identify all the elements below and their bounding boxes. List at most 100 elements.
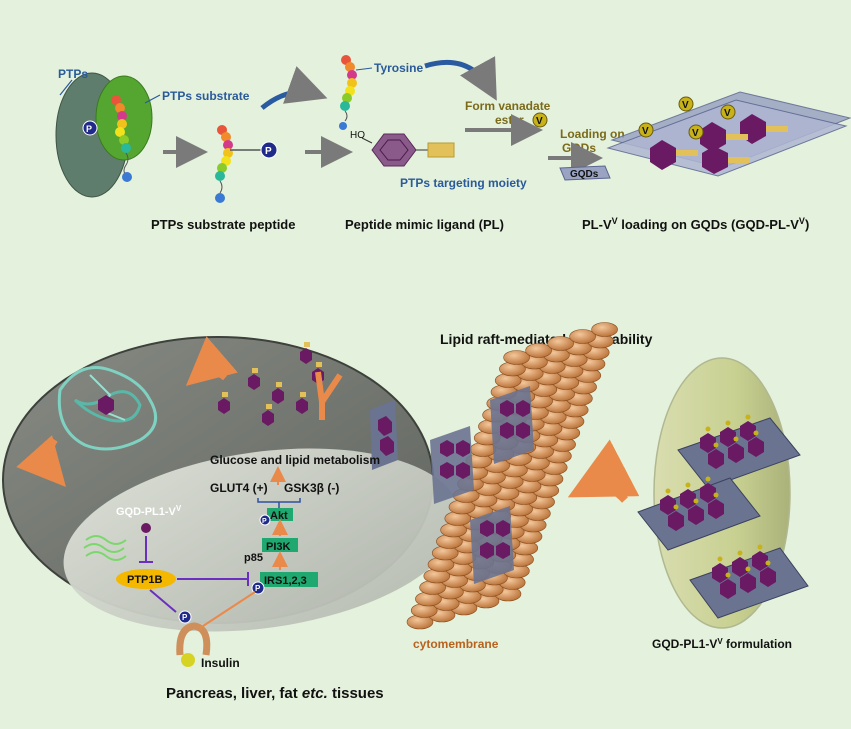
formulation-vanadium-dot <box>713 442 719 448</box>
formulation-vanadium-dot <box>665 488 671 494</box>
formulation-hexagon <box>760 567 776 587</box>
phospho-circle-1 <box>82 120 98 136</box>
formulation-hexagon <box>708 449 724 469</box>
irs-label: IRS1,2,3 <box>264 575 307 587</box>
formulation-hexagon <box>752 551 768 571</box>
phospho-label-1: P <box>86 124 92 134</box>
v-label-sheet-3: V <box>724 108 731 119</box>
pathway-bracket <box>257 498 301 508</box>
formulation-vanadium-dot <box>705 476 711 482</box>
formulation-vanadium-dot <box>673 504 679 510</box>
membrane-hexagon <box>500 400 514 417</box>
protein-structure <box>57 366 158 451</box>
formulation-vanadium-dot <box>685 482 691 488</box>
membrane-hexagon <box>456 440 470 457</box>
membrane-gqd-sheets <box>370 400 398 470</box>
targeting-moiety-label: PTPs targeting moiety <box>400 176 527 190</box>
formulation-hexagon <box>720 579 736 599</box>
insulin-receptor <box>176 622 211 656</box>
tissue-caption: Pancreas, liver, fat etc. tissues <box>166 685 384 702</box>
formulation-hexagon <box>700 433 716 453</box>
membrane-hexagon <box>480 520 494 537</box>
tyrosine-label: Tyrosine <box>374 61 423 75</box>
formulation-vanadium-dot <box>745 566 751 572</box>
orange-arrow-2 <box>16 435 66 487</box>
inhibit-line-receptor <box>149 589 177 613</box>
akt-label: Akt <box>270 510 288 522</box>
gqd-pl-v-sheet <box>606 91 851 177</box>
inhibit-line-irs <box>177 572 249 586</box>
formulation-vanadium-dot <box>745 414 751 420</box>
ptp1b-label: PTP1B <box>127 574 163 586</box>
caption-loading: PL-VV loading on GQDs (GQD-PL-VV) <box>582 216 809 232</box>
formulation-vanadium-dot <box>705 426 711 432</box>
receptor-to-irs <box>199 591 256 629</box>
membrane-bead <box>547 336 574 351</box>
orange-arrow-3 <box>567 439 640 503</box>
formulation-vanadium-dot <box>737 550 743 556</box>
formulation-hexagon <box>732 557 748 577</box>
ptps-enzyme <box>55 72 153 198</box>
membrane-hexagon <box>456 462 470 479</box>
ptps-label: PTPs <box>58 67 88 81</box>
irs-box <box>251 572 318 595</box>
tyrosine-peptide <box>339 55 373 130</box>
curved-arrow-2 <box>424 56 497 101</box>
caption-ligand: Peptide mimic ligand (PL) <box>345 217 504 232</box>
ptps-substrate-label: PTPs substrate <box>162 89 250 103</box>
formulation-hexagon <box>660 495 676 515</box>
formulation-vanadium-dot <box>725 572 731 578</box>
insulin-label: Insulin <box>201 656 240 670</box>
formulation-hexagon <box>728 443 744 463</box>
ligand-structure <box>361 133 455 167</box>
formulation-vanadium-dot <box>725 420 731 426</box>
v-label-sheet-4: V <box>692 128 699 139</box>
v-label-sheet-2: V <box>682 100 689 111</box>
irs-p-label: P <box>255 584 261 593</box>
phospho-label-2: P <box>265 146 272 157</box>
akt-box <box>259 508 293 526</box>
formulation-hexagon <box>708 499 724 519</box>
formulation-hexagon <box>740 573 756 593</box>
membrane-hexagon <box>516 400 530 417</box>
membrane-bead <box>569 329 596 344</box>
formulation-vanadium-dot <box>717 556 723 562</box>
curved-arrow-1 <box>260 66 328 110</box>
glut4-label: GLUT4 (+) <box>210 481 268 495</box>
formulation-hexagon <box>668 511 684 531</box>
cytomembrane-bilayer <box>406 322 618 630</box>
ptp1b-oval <box>116 569 176 589</box>
gqd-pl1-dot <box>141 523 151 533</box>
formulation-hexagon <box>700 483 716 503</box>
pi3k-label: PI3K <box>266 541 291 553</box>
formulation-label: GQD-PL1-VV formulation <box>652 637 792 651</box>
receptor-y <box>315 371 343 420</box>
formulation-hexagon <box>712 563 728 583</box>
formulation-hexagon <box>688 505 704 525</box>
glucose-lipid-label: Glucose and lipid metabolism <box>210 453 380 467</box>
p85-label: p85 <box>244 552 263 564</box>
formulation-vanadium-dot <box>753 430 759 436</box>
orange-arrow-1 <box>185 336 238 386</box>
formulation-vanadium-dot <box>713 492 719 498</box>
formulation-vanadium-dot <box>693 498 699 504</box>
loading-label-2: GQDs <box>562 141 596 155</box>
pi3k-box <box>262 538 298 552</box>
gqds-mini-sheet <box>559 165 611 181</box>
v-label-sheet-1: V <box>642 126 649 137</box>
formulation-vanadium-dot <box>765 560 771 566</box>
akt-p-label: P <box>262 518 267 525</box>
peptide-chain-1 <box>111 95 132 182</box>
gqds-label: GQDs <box>570 169 599 180</box>
v-label-1: V <box>536 116 543 127</box>
formulation-hexagon <box>680 489 696 509</box>
er-structure <box>83 535 127 561</box>
cytomembrane-label: cytomembrane <box>413 637 499 651</box>
formulation-hexagons <box>660 414 776 599</box>
formulation-hexagon <box>720 427 736 447</box>
membrane-hexagon <box>440 440 454 457</box>
ligand-molecules-cell <box>218 342 324 426</box>
vanadate-label-2: ester <box>495 113 524 127</box>
vanadate-label-1: Form vanadate <box>465 99 551 113</box>
